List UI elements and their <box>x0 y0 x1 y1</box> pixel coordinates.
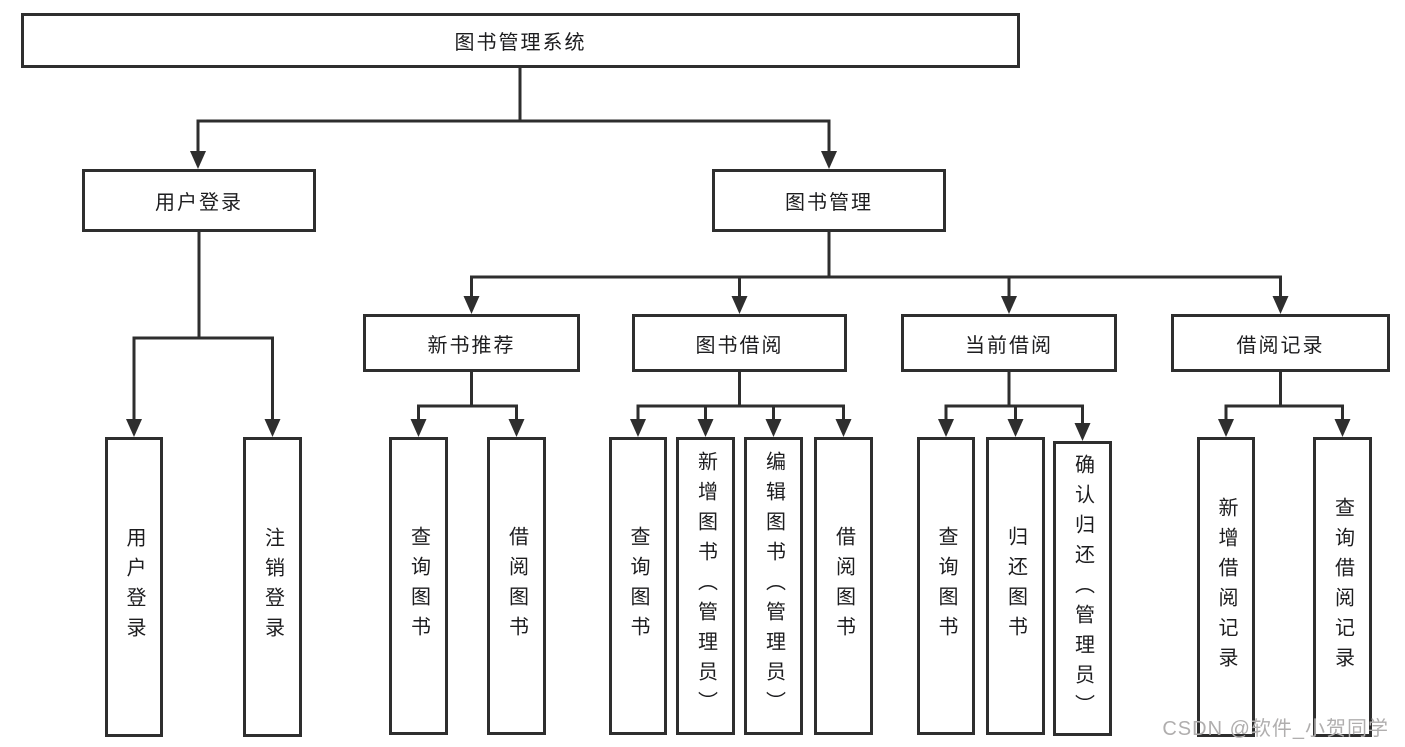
node-leaf-query-record-label: 查询借阅记录 <box>1331 497 1354 677</box>
node-leaf-logout: 注销登录 <box>243 437 302 737</box>
node-leaf-user-login: 用户登录 <box>105 437 163 737</box>
arrowhead-down-icon <box>821 151 837 169</box>
node-new-book-rec-label: 新书推荐 <box>427 334 516 357</box>
arrowhead-down-icon <box>508 419 525 437</box>
node-leaf-user-login-label: 用户登录 <box>123 527 145 647</box>
arrowhead-down-icon <box>1334 419 1351 437</box>
arrowhead-down-icon <box>697 419 714 437</box>
node-leaf-add-admin-label: 新增图书（管理员） <box>694 451 717 721</box>
node-leaf-return-label: 归还图书 <box>1004 526 1027 646</box>
node-leaf-query-record: 查询借阅记录 <box>1313 437 1372 737</box>
node-book-mgmt: 图书管理 <box>712 169 946 232</box>
node-leaf-confirm-admin: 确认归还（管理员） <box>1053 441 1112 736</box>
node-leaf-query-1: 查询图书 <box>389 437 448 735</box>
node-leaf-borrow-2-label: 借阅图书 <box>832 526 855 646</box>
arrowhead-down-icon <box>731 296 748 314</box>
node-leaf-query-3-label: 查询图书 <box>935 526 957 646</box>
node-leaf-return: 归还图书 <box>986 437 1045 735</box>
arrowhead-down-icon <box>630 419 646 437</box>
node-root: 图书管理系统 <box>21 13 1020 68</box>
node-leaf-query-3: 查询图书 <box>917 437 975 735</box>
arrowhead-down-icon <box>835 419 852 437</box>
arrowhead-down-icon <box>463 296 480 314</box>
node-leaf-query-1-label: 查询图书 <box>407 526 430 646</box>
node-book-mgmt-label: 图书管理 <box>785 192 873 214</box>
node-borrow-records-label: 借阅记录 <box>1236 334 1325 357</box>
watermark: CSDN @软件_小贺同学 <box>1162 718 1389 740</box>
node-current-borrow: 当前借阅 <box>901 314 1117 372</box>
node-leaf-edit-admin: 编辑图书（管理员） <box>744 437 803 735</box>
arrowhead-down-icon <box>264 419 281 437</box>
node-leaf-edit-admin-label: 编辑图书（管理员） <box>762 451 785 721</box>
node-leaf-borrow-1: 借阅图书 <box>487 437 546 735</box>
node-user-login-label: 用户登录 <box>155 192 243 214</box>
arrowhead-down-icon <box>1074 423 1091 441</box>
arrowhead-down-icon <box>190 151 206 169</box>
node-current-borrow-label: 当前借阅 <box>965 334 1053 357</box>
node-book-borrow-label: 图书借阅 <box>695 334 784 357</box>
node-leaf-add-record-label: 新增借阅记录 <box>1215 497 1237 677</box>
node-leaf-add-admin: 新增图书（管理员） <box>676 437 735 735</box>
node-root-label: 图书管理系统 <box>454 32 587 54</box>
node-borrow-records: 借阅记录 <box>1171 314 1390 372</box>
arrowhead-down-icon <box>765 419 782 437</box>
node-leaf-borrow-2: 借阅图书 <box>814 437 873 735</box>
arrowhead-down-icon <box>1272 296 1289 314</box>
arrowhead-down-icon <box>410 419 427 437</box>
arrowhead-down-icon <box>1218 419 1234 437</box>
node-user-login: 用户登录 <box>82 169 316 232</box>
arrowhead-down-icon <box>938 419 954 437</box>
node-leaf-query-2-label: 查询图书 <box>627 526 649 646</box>
arrowhead-down-icon <box>1001 296 1017 314</box>
node-book-borrow: 图书借阅 <box>632 314 847 372</box>
node-leaf-logout-label: 注销登录 <box>261 527 284 647</box>
node-leaf-borrow-1-label: 借阅图书 <box>505 526 528 646</box>
node-leaf-add-record: 新增借阅记录 <box>1197 437 1255 737</box>
arrowhead-down-icon <box>126 419 142 437</box>
arrowhead-down-icon <box>1007 419 1024 437</box>
node-leaf-confirm-admin-label: 确认归还（管理员） <box>1071 453 1094 724</box>
node-new-book-rec: 新书推荐 <box>363 314 580 372</box>
node-leaf-query-2: 查询图书 <box>609 437 667 735</box>
